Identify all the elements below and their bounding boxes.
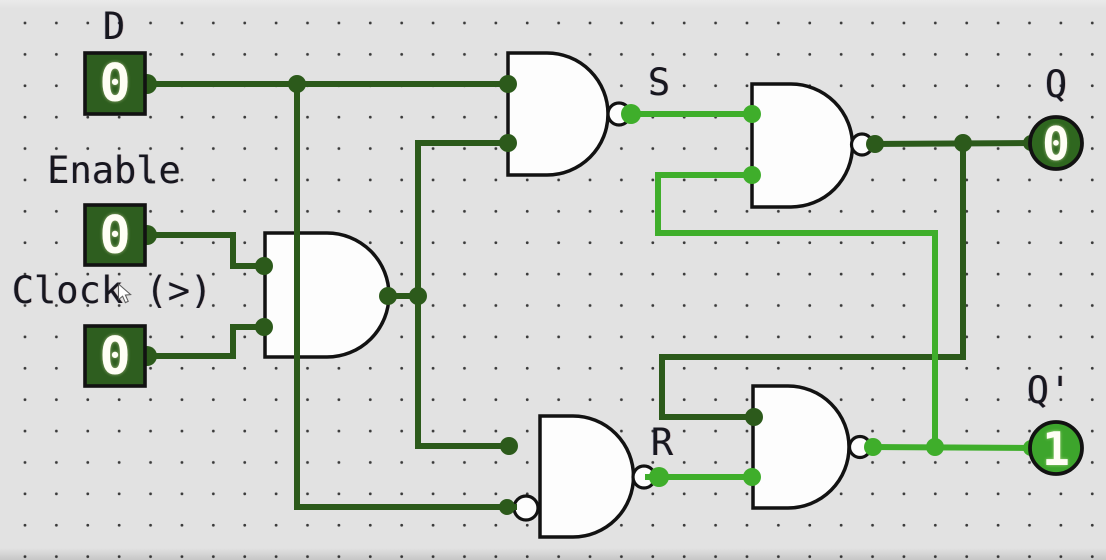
output-pin-circle [1028, 115, 1084, 171]
label-q: Q [1044, 63, 1068, 106]
inverted-input-bubble [512, 494, 540, 522]
wire-junction-dot [409, 287, 427, 305]
pin-connection-dot [864, 438, 882, 456]
pin-connection-dot [866, 135, 884, 153]
input-pin-box [83, 324, 147, 388]
pin-connection-dot [743, 105, 761, 123]
wire-junction-dot [288, 75, 306, 93]
pin-connection-dot [743, 166, 761, 184]
wire-qnot-output[interactable] [869, 443, 1037, 452]
pin-connection-dot [743, 468, 761, 486]
nand-gate-body [750, 82, 855, 209]
input-pin-d[interactable] [83, 51, 157, 116]
output-pin-qnot-value: 1 [1042, 422, 1070, 476]
output-pin-qnot[interactable] [1028, 420, 1084, 476]
label-r: R [650, 421, 674, 464]
input-pin-enable[interactable] [83, 203, 157, 267]
wire-clock-to-and[interactable] [147, 324, 267, 359]
pin-connection-dot [255, 257, 273, 275]
input-pin-enable-value: 0 [99, 206, 131, 266]
label-d: D [102, 5, 126, 48]
input-pin-box [83, 51, 147, 116]
input-pin-box [83, 203, 147, 267]
input-pin-clock-value: 0 [99, 327, 131, 387]
nand-gate-body [506, 51, 610, 177]
and-gate-clock-enable[interactable] [263, 231, 391, 359]
input-pin-d-value: 0 [99, 54, 131, 114]
wire-qnot-feedback[interactable] [655, 172, 938, 450]
pin-connection-dot [499, 134, 517, 152]
label-s: S [647, 61, 671, 104]
label-qnot: Q' [1026, 369, 1072, 412]
pin-connection-dot [649, 467, 669, 487]
label-clock: Clock (>) [11, 269, 213, 312]
pin-connection-dot [500, 437, 518, 455]
output-pin-q[interactable] [1028, 115, 1084, 171]
wire-q-feedback[interactable] [659, 141, 966, 420]
output-pin-q-value: 0 [1042, 117, 1070, 171]
wire-enable-to-and[interactable] [147, 232, 267, 269]
nand-gate-latch-top[interactable] [750, 82, 875, 209]
nand-gate-reset[interactable] [512, 414, 657, 539]
output-pin-circle [1028, 420, 1084, 476]
pin-connection-dot [499, 75, 517, 93]
wire-junction-dot [926, 438, 944, 456]
pin-connection-dot [745, 408, 763, 426]
and-gate-body [263, 231, 391, 359]
input-pin-clock[interactable] [83, 324, 157, 388]
wire-q-output[interactable] [870, 139, 1037, 148]
nand-gate-body [538, 414, 636, 539]
pin-connection-dot [255, 318, 273, 336]
nand-gate-body [751, 384, 851, 510]
wire-d-branch-to-reset-nand[interactable] [294, 81, 517, 510]
label-enable: Enable [47, 149, 181, 192]
nand-gate-latch-bottom[interactable] [751, 384, 873, 510]
pin-connection-dot [621, 104, 641, 124]
pin-connection-dot [379, 287, 397, 305]
wire-junction-dot [954, 134, 972, 152]
pin-connection-dot [499, 499, 515, 515]
nand-gate-set[interactable] [506, 51, 632, 177]
wire-pulse-distribution[interactable] [415, 140, 512, 449]
